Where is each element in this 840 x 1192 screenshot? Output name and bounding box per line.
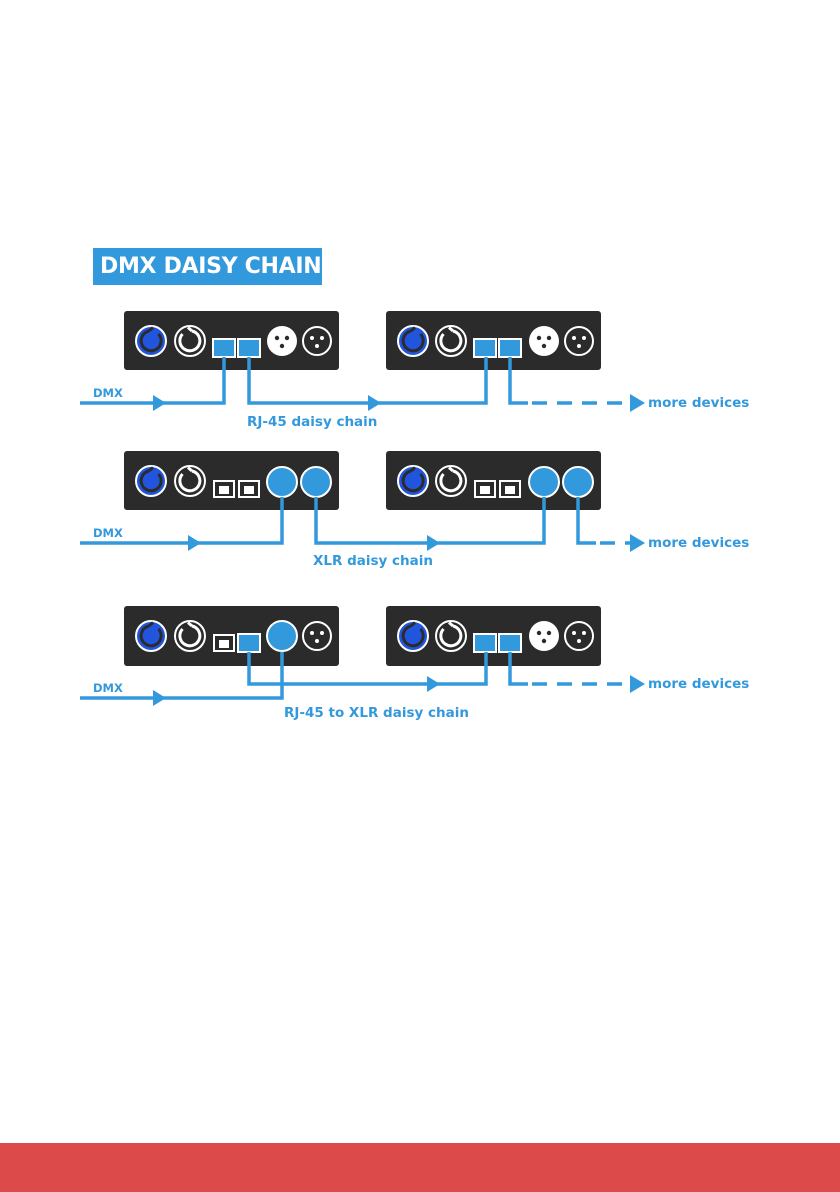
device-2	[386, 311, 601, 370]
rj45-port-icon	[499, 634, 521, 652]
more-devices-label: more devices	[648, 676, 749, 692]
footer-bar	[0, 1143, 840, 1192]
arrow-icon	[630, 675, 645, 693]
rj45-port-icon	[238, 634, 260, 652]
device-1	[124, 451, 339, 510]
device-1	[124, 311, 339, 370]
powercon-in-icon	[398, 326, 428, 356]
row-xlr-chain: DMX XLR daisy chain more devices	[80, 451, 749, 569]
xlr-port-icon	[529, 326, 559, 356]
rj45-port-icon	[474, 634, 496, 652]
arrow-icon	[368, 395, 381, 411]
arrow-icon	[427, 676, 440, 692]
row-rj45-chain: DMX RJ-45 daisy chain more devices	[80, 311, 749, 430]
device-2	[386, 606, 601, 666]
arrow-icon	[153, 395, 166, 411]
dmx-input-label: DMX	[93, 386, 123, 400]
device-2	[386, 451, 601, 510]
powercon-in-icon	[398, 621, 428, 651]
powercon-in-icon	[398, 466, 428, 496]
chain-type-label: RJ-45 to XLR daisy chain	[284, 705, 469, 721]
arrow-icon	[630, 534, 645, 552]
rj45-port-icon	[238, 339, 260, 357]
arrow-icon	[630, 394, 645, 412]
dmx-input-label: DMX	[93, 681, 123, 695]
xlr-port-icon	[267, 467, 297, 497]
device-1	[124, 606, 339, 666]
xlr-port-icon	[267, 326, 297, 356]
xlr-port-icon	[529, 467, 559, 497]
chain-type-label: RJ-45 daisy chain	[247, 414, 377, 430]
xlr-port-icon	[267, 621, 297, 651]
arrow-icon	[153, 690, 166, 706]
xlr-port-icon	[563, 467, 593, 497]
row-rj45-to-xlr-chain: DMX RJ-45 to XLR daisy chain more device…	[80, 606, 749, 721]
chain-type-label: XLR daisy chain	[313, 553, 433, 569]
rj45-port-icon	[499, 339, 521, 357]
more-devices-label: more devices	[648, 535, 749, 551]
arrow-icon	[188, 535, 201, 551]
xlr-port-icon	[301, 467, 331, 497]
rj45-port-icon	[474, 339, 496, 357]
more-devices-label: more devices	[648, 395, 749, 411]
xlr-port-icon	[529, 621, 559, 651]
arrow-icon	[427, 535, 440, 551]
dmx-input-label: DMX	[93, 526, 123, 540]
rj45-port-icon	[213, 339, 235, 357]
powercon-in-icon	[136, 326, 166, 356]
powercon-in-icon	[136, 466, 166, 496]
powercon-in-icon	[136, 621, 166, 651]
